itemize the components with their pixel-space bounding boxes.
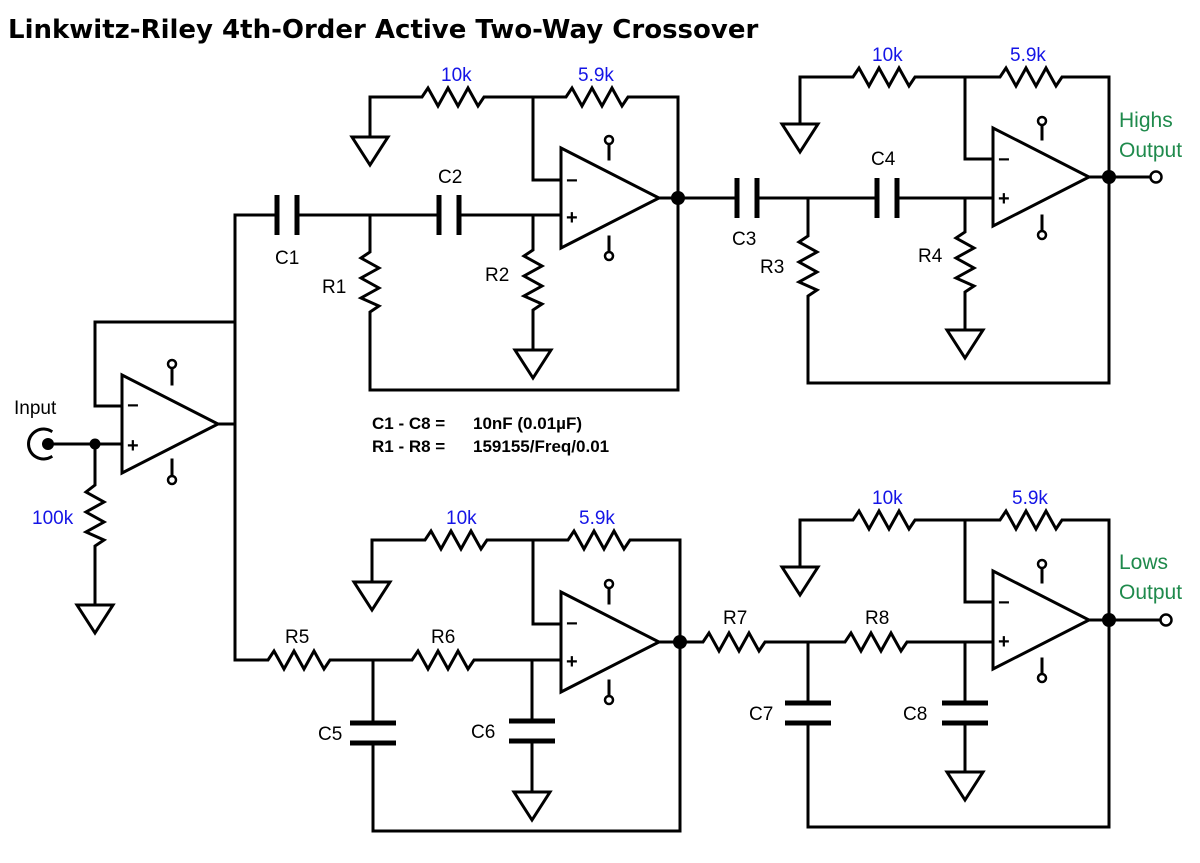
ground-symbol [512, 348, 554, 381]
label-c3: C3 [732, 229, 756, 250]
opamp-hp1-minus: − [566, 170, 578, 192]
opamp-lp1: − + [559, 578, 663, 706]
opamp-lp1-plus: + [566, 651, 578, 673]
label-c5: C5 [318, 724, 342, 745]
capacitor-c3 [734, 178, 760, 218]
value-hp1-fb: 5.9k [578, 65, 614, 86]
capacitor-c2 [436, 195, 462, 235]
note-res-key: R1 - R8 = [372, 437, 445, 456]
ground-symbol [779, 565, 821, 598]
lows-output-label-line2: Output [1119, 581, 1182, 604]
resistor-r7 [657, 629, 810, 655]
value-lp2-fb-ground: 10k [872, 488, 903, 509]
label-c1: C1 [275, 248, 299, 269]
resistor-lp1-fb-5k9 [531, 527, 682, 644]
ground-symbol [944, 328, 986, 361]
opamp-hp2-minus: − [998, 149, 1010, 171]
label-r6: R6 [431, 627, 455, 648]
opamp-hp2: − + [991, 115, 1093, 241]
note-res-value: 159155/Freq/0.01 [473, 437, 609, 456]
label-c4: C4 [871, 149, 896, 170]
opamp-lp2-plus: + [998, 631, 1010, 653]
label-r1: R1 [322, 277, 346, 298]
label-r2: R2 [485, 265, 509, 286]
label-c7: C7 [749, 704, 773, 725]
ground-symbol [349, 135, 391, 168]
resistor-lp2-fb-5k9 [963, 507, 1111, 622]
label-r8: R8 [865, 608, 889, 629]
lows-output-label-line1: Lows [1119, 551, 1168, 574]
lows-output-terminal [1159, 613, 1173, 627]
input-buffer-stage: Input 100k − + [14, 213, 237, 662]
ground-symbol [944, 770, 986, 803]
resistor-hp2-fb-ground-10k [798, 64, 967, 124]
label-c6: C6 [471, 722, 495, 743]
resistor-r4 [952, 196, 978, 332]
highs-output-label-line1: Highs [1119, 109, 1173, 132]
resistor-r1 [357, 213, 383, 392]
capacitor-c5 [350, 640, 682, 833]
ground-symbol [779, 122, 821, 155]
opamp-hp2-plus: + [998, 188, 1010, 210]
capacitor-c1 [274, 195, 300, 235]
resistor-hp1-fb-ground-10k [368, 84, 535, 137]
ground-symbol [351, 580, 393, 613]
ground-symbol [74, 603, 116, 636]
value-hp2-fb-ground: 10k [872, 45, 903, 66]
value-hp1-fb-ground: 10k [441, 65, 472, 86]
high-pass-section: C1 C2 R1 R2 10k 5.9k [233, 45, 1182, 392]
highs-output-terminal [1149, 170, 1163, 184]
opamp-lp2-minus: − [998, 592, 1010, 614]
label-r5: R5 [285, 627, 309, 648]
label-r4: R4 [918, 246, 943, 267]
value-lp2-fb: 5.9k [1012, 488, 1048, 509]
opamp-lp2: − + [991, 558, 1093, 684]
ground-symbol [511, 790, 553, 823]
input-resistor-value: 100k [32, 508, 74, 529]
input-label: Input [14, 398, 57, 419]
opamp-hp1: − + [559, 134, 663, 262]
label-c8: C8 [903, 704, 927, 725]
capacitor-c6 [509, 658, 555, 794]
capacitor-c8 [942, 640, 988, 774]
label-r7: R7 [723, 608, 747, 629]
capacitor-c4 [874, 178, 900, 218]
value-lp1-fb: 5.9k [579, 508, 615, 529]
low-pass-section: R5 R6 C5 C6 10k [233, 488, 1182, 833]
value-hp2-fb: 5.9k [1010, 45, 1046, 66]
component-value-notes: C1 - C8 = 10nF (0.01µF) R1 - R8 = 159155… [372, 414, 609, 456]
label-r3: R3 [760, 257, 784, 278]
resistor-lp1-fb-ground-10k [370, 527, 535, 582]
opamp-buffer-minus: − [127, 395, 139, 417]
opamp-buffer: − + [120, 358, 222, 486]
resistor-r3 [795, 196, 821, 385]
resistor-r2 [520, 213, 546, 352]
resistor-r5 [233, 647, 410, 673]
resistor-hp2-fb-5k9 [963, 64, 1111, 179]
opamp-buffer-plus: + [127, 435, 139, 457]
label-c2: C2 [438, 167, 462, 188]
note-cap-value: 10nF (0.01µF) [473, 414, 582, 433]
resistor-r6 [406, 647, 562, 673]
note-cap-key: C1 - C8 = [372, 414, 445, 433]
diagram-title: Linkwitz-Riley 4th-Order Active Two-Way … [8, 15, 758, 45]
highs-output-label-line2: Output [1119, 139, 1182, 162]
capacitor-c7 [785, 618, 1111, 829]
input-resistor-100k [82, 442, 108, 607]
opamp-hp1-plus: + [566, 207, 578, 229]
value-lp1-fb-ground: 10k [446, 508, 477, 529]
resistor-lp2-fb-ground-10k [798, 507, 967, 567]
input-jack [27, 427, 54, 461]
opamp-lp1-minus: − [566, 613, 578, 635]
resistor-r8 [806, 629, 994, 655]
resistor-hp1-fb-5k9 [531, 84, 680, 200]
